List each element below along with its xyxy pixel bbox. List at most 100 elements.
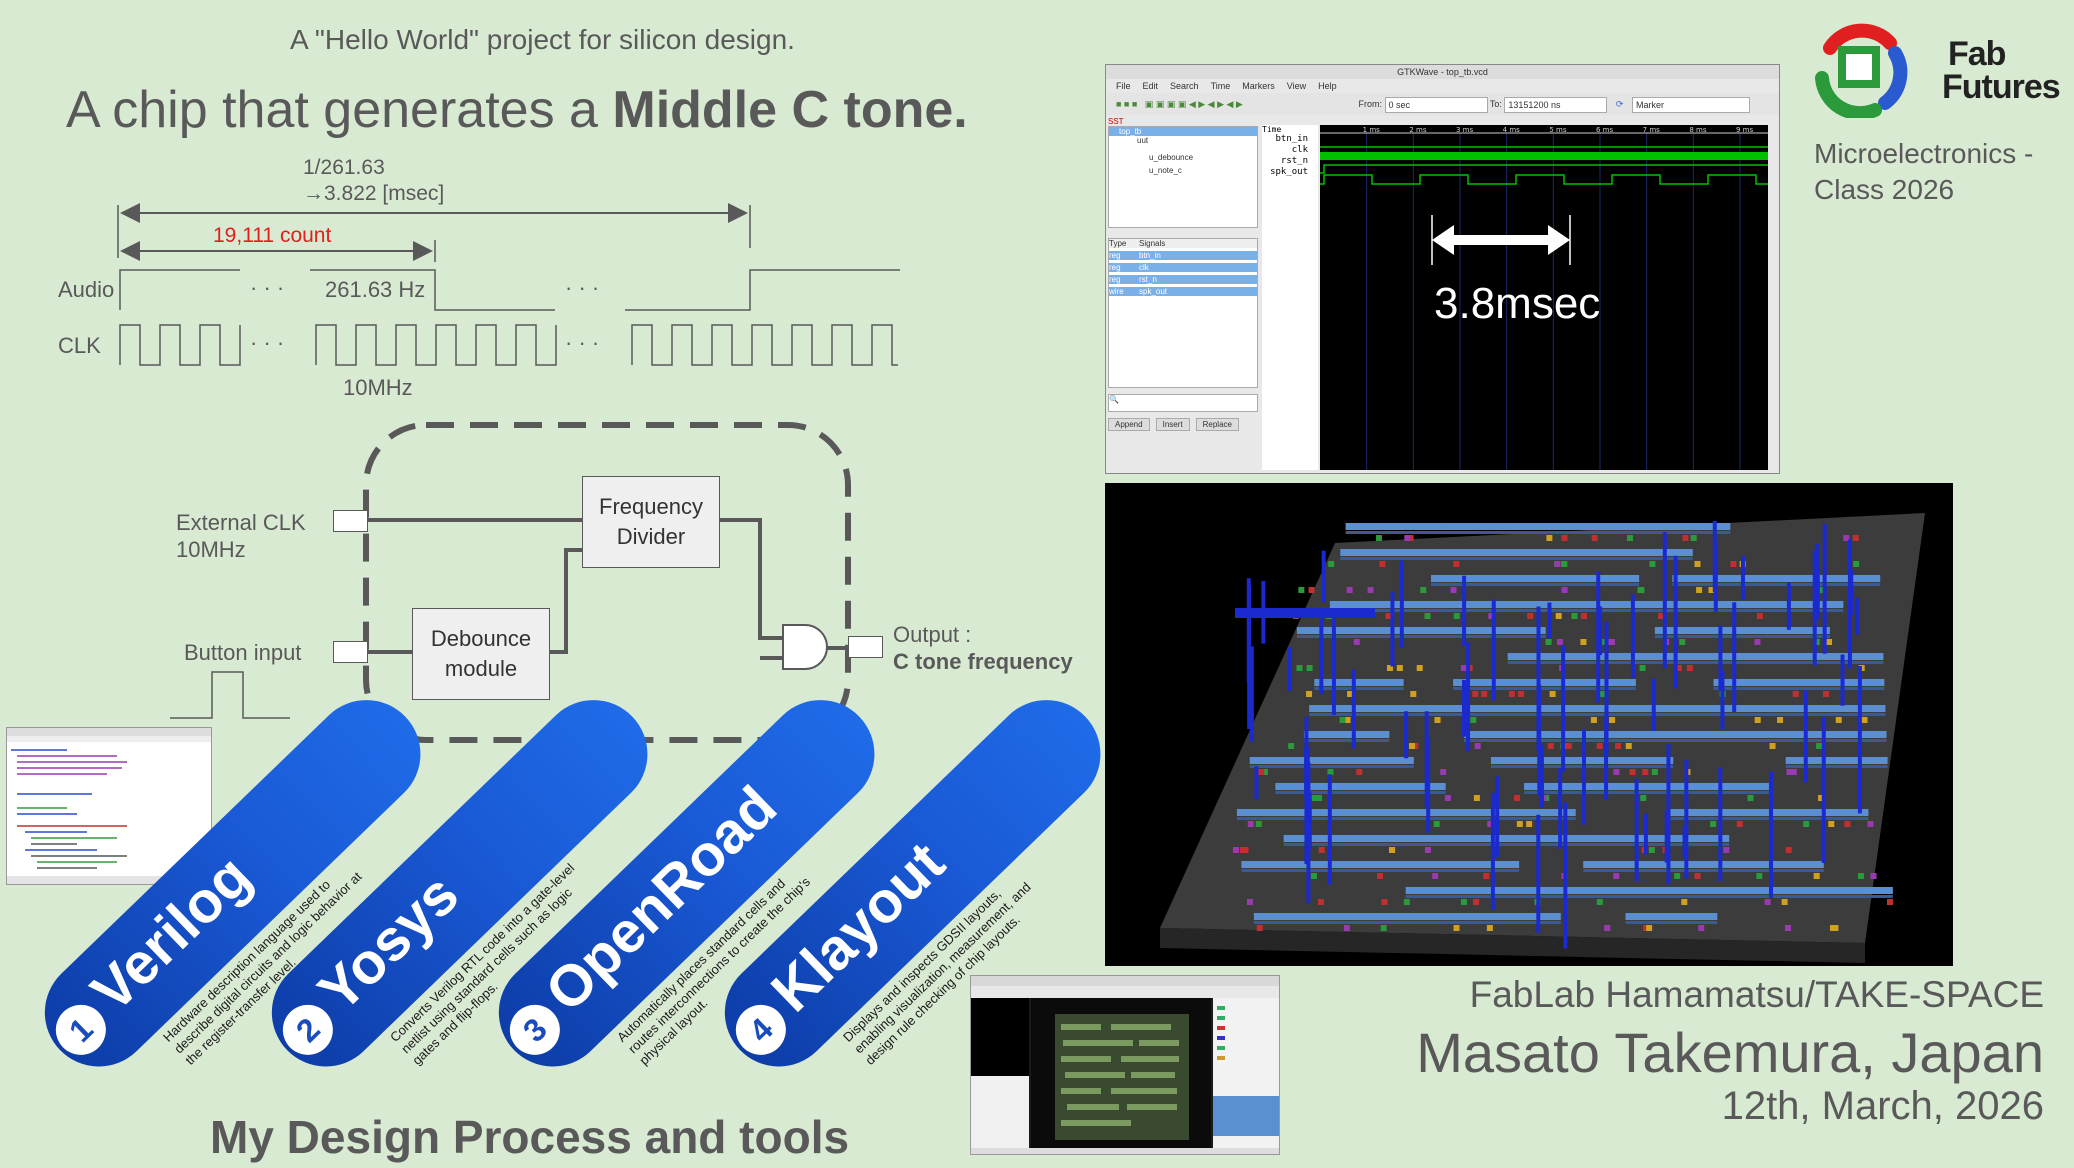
wave-signal-name[interactable]: btn_in xyxy=(1275,134,1308,144)
from-input[interactable]: 0 sec xyxy=(1384,96,1488,113)
via-column xyxy=(1536,606,1541,751)
metal-track-shadow xyxy=(1451,843,1528,846)
metal-track xyxy=(1638,861,1824,868)
wave-signal-name[interactable]: spk_out xyxy=(1270,167,1308,177)
metal-track-shadow xyxy=(1741,661,1884,664)
debounce-block: Debounce module xyxy=(412,608,550,700)
wave-signal-name[interactable]: clk xyxy=(1291,145,1308,155)
metal-track xyxy=(1747,679,1885,686)
standard-cell xyxy=(1696,587,1703,593)
signal-filter-input[interactable]: 🔍 xyxy=(1108,394,1258,412)
gtkwave-button[interactable]: Insert xyxy=(1155,418,1190,431)
standard-cell xyxy=(1526,821,1533,827)
period-line1: 1/261.63 xyxy=(303,156,385,179)
gtkwave-button[interactable]: Replace xyxy=(1195,418,1239,431)
menu-item[interactable]: Markers xyxy=(1242,81,1275,91)
standard-cell xyxy=(1561,561,1568,567)
button-pulse xyxy=(170,671,290,719)
metal-track-shadow xyxy=(1283,843,1425,846)
standard-cell xyxy=(1377,873,1384,879)
standard-cell xyxy=(1453,613,1460,619)
standard-cell xyxy=(1857,873,1864,879)
standard-cell xyxy=(1682,535,1689,541)
standard-cell xyxy=(1473,899,1480,905)
signal-type: reg xyxy=(1109,275,1121,284)
standard-cell xyxy=(1591,535,1598,541)
wire xyxy=(548,548,582,654)
via-column xyxy=(1327,774,1332,885)
via-column xyxy=(1718,625,1723,691)
metal-track-shadow xyxy=(1408,921,1561,924)
standard-cell xyxy=(1298,587,1305,593)
audio-wave xyxy=(119,269,240,310)
via-column xyxy=(1561,645,1566,772)
metal-track-shadow xyxy=(1535,557,1638,560)
standard-cell xyxy=(1310,873,1317,879)
standard-cell xyxy=(1317,899,1324,905)
metal-track xyxy=(1258,913,1428,920)
standard-cell xyxy=(1386,665,1393,671)
standard-cell xyxy=(1472,691,1479,697)
metal-track-shadow xyxy=(1446,531,1648,534)
standard-cell xyxy=(1613,873,1620,879)
via-column xyxy=(1673,555,1678,689)
sst-label: SST xyxy=(1108,117,1124,126)
tree-item[interactable]: u_debounce xyxy=(1149,153,1194,162)
metal-track xyxy=(1446,523,1648,530)
headline-bold: Middle C tone. xyxy=(612,81,968,139)
metal-track-shadow xyxy=(1625,921,1718,924)
standard-cell xyxy=(1460,899,1467,905)
tree-item[interactable]: uut xyxy=(1137,136,1149,145)
standard-cell xyxy=(1380,925,1387,931)
wave-signal-name[interactable]: rst_n xyxy=(1280,156,1308,166)
menu-item[interactable]: Edit xyxy=(1142,81,1159,91)
metal-track-shadow xyxy=(1671,739,1887,742)
wire xyxy=(718,518,790,640)
menu-item[interactable]: Help xyxy=(1318,81,1337,91)
gtkwave-buttons: Append Insert Replace xyxy=(1108,418,1258,431)
tree-item[interactable]: top_tb xyxy=(1109,127,1257,136)
to-input[interactable]: 13151200 ns xyxy=(1504,96,1608,113)
via-column xyxy=(1462,575,1467,646)
via-column xyxy=(1351,669,1356,749)
standard-cell xyxy=(1473,795,1480,801)
menu-item[interactable]: View xyxy=(1286,81,1307,91)
standard-cell xyxy=(1754,717,1761,723)
gtkwave-button[interactable]: Append xyxy=(1108,418,1150,431)
via-column xyxy=(1768,771,1773,898)
metal-track-shadow xyxy=(1670,817,1743,820)
standard-cell xyxy=(1723,847,1730,853)
metal-track-shadow xyxy=(1574,583,1640,586)
dots: · · · xyxy=(250,275,285,300)
standard-cell xyxy=(1554,561,1561,567)
menu-item[interactable]: Time xyxy=(1210,81,1231,91)
standard-cell xyxy=(1328,561,1335,567)
menu-item[interactable]: Search xyxy=(1170,81,1199,91)
via-column xyxy=(1662,532,1667,669)
marker-field[interactable]: Marker xyxy=(1631,96,1750,113)
metal-track-shadow xyxy=(1298,765,1414,768)
metal-track-shadow xyxy=(1423,895,1610,898)
reload-icon[interactable]: ⟳ xyxy=(1615,99,1624,109)
frequency-divider-block: Frequency Divider xyxy=(582,476,720,568)
metal-track xyxy=(1535,549,1638,556)
metal-track xyxy=(1670,809,1743,816)
standard-cell xyxy=(1412,743,1419,749)
menu-item[interactable]: File xyxy=(1116,81,1131,91)
via-column xyxy=(1461,679,1466,737)
clk-label: CLK xyxy=(58,333,101,358)
toolbar-icons[interactable]: ■ ■ ■ ▣ ▣ ▣ ▣ ◀ ▶ ◀ ▶ ◀ ▶ xyxy=(1116,99,1243,109)
standard-cell xyxy=(1396,665,1403,671)
standard-cell xyxy=(1474,743,1481,749)
via-column xyxy=(1713,543,1718,612)
metal-track-shadow xyxy=(1374,609,1442,612)
via-column xyxy=(1424,711,1429,807)
audio-frequency: 261.63 Hz xyxy=(325,277,426,302)
tree-item[interactable]: u_note_c xyxy=(1149,166,1182,175)
standard-cell xyxy=(1730,561,1737,567)
